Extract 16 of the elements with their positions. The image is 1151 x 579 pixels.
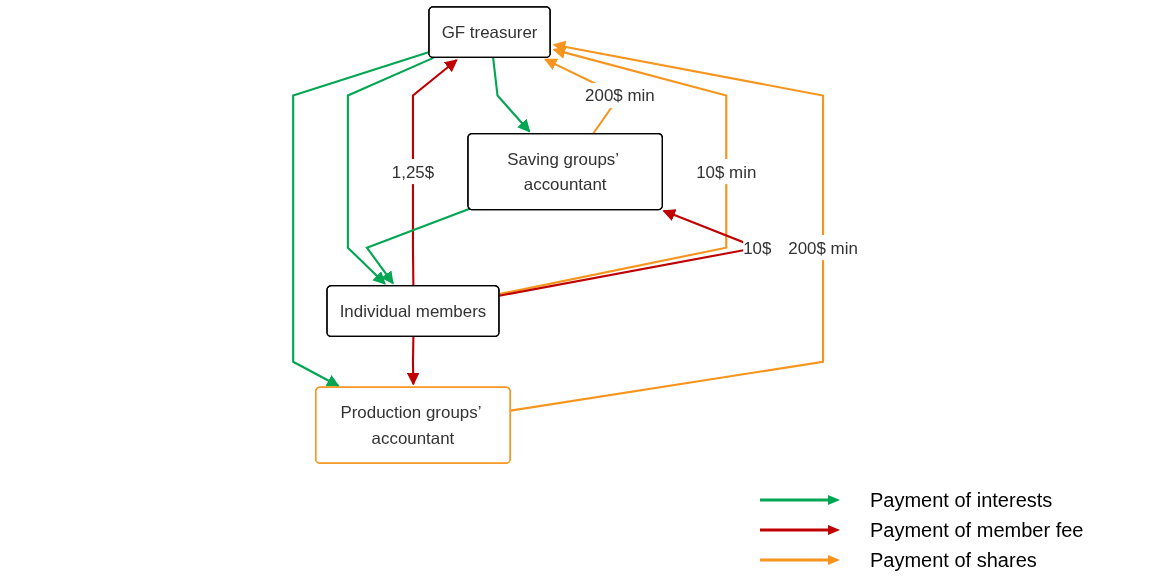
arrow xyxy=(406,336,420,386)
edge-label: 200$ min xyxy=(585,86,655,105)
legend-text: Payment of interests xyxy=(870,488,1053,512)
arrow xyxy=(346,56,434,285)
arrow xyxy=(411,59,458,287)
edge-label: 10$ xyxy=(743,238,772,257)
legend-text: Payment of member fee xyxy=(870,518,1084,542)
edge-label: 1,25$ xyxy=(391,162,435,181)
edge-label: 10$ min xyxy=(696,162,757,181)
arrow xyxy=(492,57,531,133)
legend-text: Payment of shares xyxy=(870,548,1037,572)
edge-label: 200$ min xyxy=(788,238,858,257)
arrow xyxy=(510,40,825,412)
arrow xyxy=(365,207,470,285)
arrow xyxy=(292,51,430,387)
arrow xyxy=(499,46,728,296)
